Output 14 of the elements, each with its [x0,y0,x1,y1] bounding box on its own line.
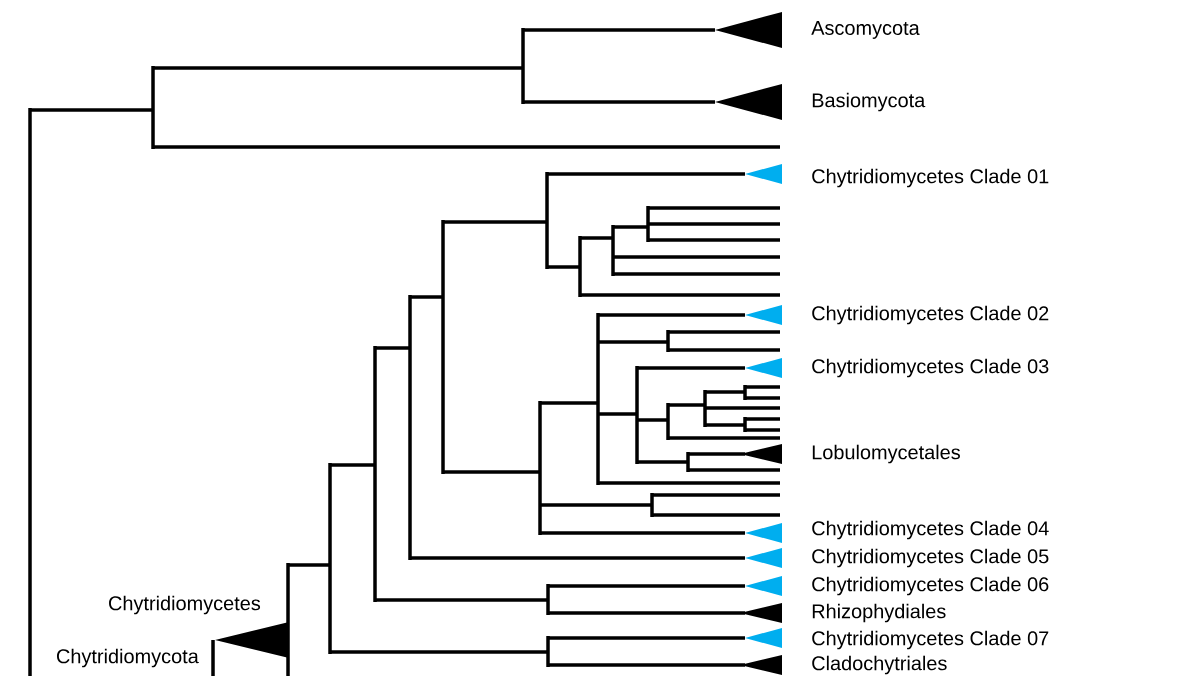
clade-label: Lobulomycetales [812,444,960,464]
clade-label: Chytridiomycetes Clade 04 [812,520,1049,540]
clade-label: Chytridiomycetes Clade 01 [812,168,1049,188]
clade-label: Chytridiomycetes Clade 03 [812,358,1049,378]
clade-label: Rhizophydiales [812,603,946,623]
clade-label: Chytridiomycota [57,648,199,668]
clade-label: Cladochytriales [812,655,947,675]
clade-label: Chytridiomycetes Clade 06 [812,576,1049,596]
clade-label: Basiomycota [812,92,926,112]
clade-label: Ascomycota [811,21,920,39]
clade-label: Chytridiomycetes [109,595,261,615]
clade-label: Chytridiomycetes Clade 07 [812,630,1049,650]
clade-label: Chytridiomycetes Clade 05 [812,548,1049,568]
clade-label: Chytridiomycetes Clade 02 [812,305,1049,325]
